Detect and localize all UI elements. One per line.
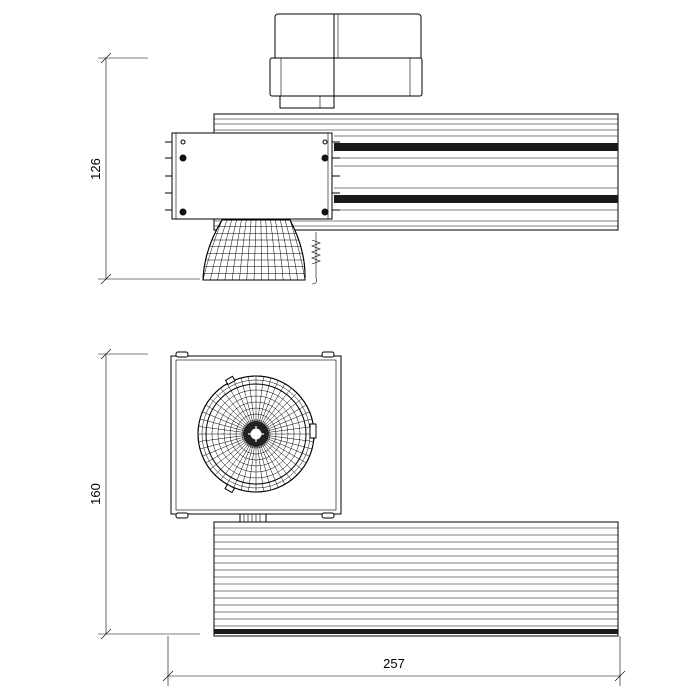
side-driver-box: [165, 132, 340, 220]
side-view: [165, 13, 619, 285]
screw-icon: [321, 208, 329, 216]
top-lens-mesh: [197, 375, 317, 494]
track-adapter: [269, 13, 423, 109]
dimension-height-top: 160: [88, 348, 200, 640]
connector-pins-left: [165, 141, 172, 211]
screw-icon: [179, 208, 187, 216]
side-wire-coil: [311, 232, 321, 285]
dimension-label: 257: [383, 656, 405, 671]
top-body-extrusion: [213, 521, 619, 637]
dimension-label: 126: [88, 158, 103, 180]
dimension-width: 257: [162, 636, 626, 686]
dimension-label: 160: [88, 483, 103, 505]
connector-pins-right: [332, 141, 340, 211]
screw-icon: [321, 154, 329, 162]
top-view: [170, 351, 619, 637]
screw-icon: [179, 154, 187, 162]
side-reflector-mesh: [202, 219, 306, 281]
dimension-height-side: 126: [88, 52, 200, 285]
